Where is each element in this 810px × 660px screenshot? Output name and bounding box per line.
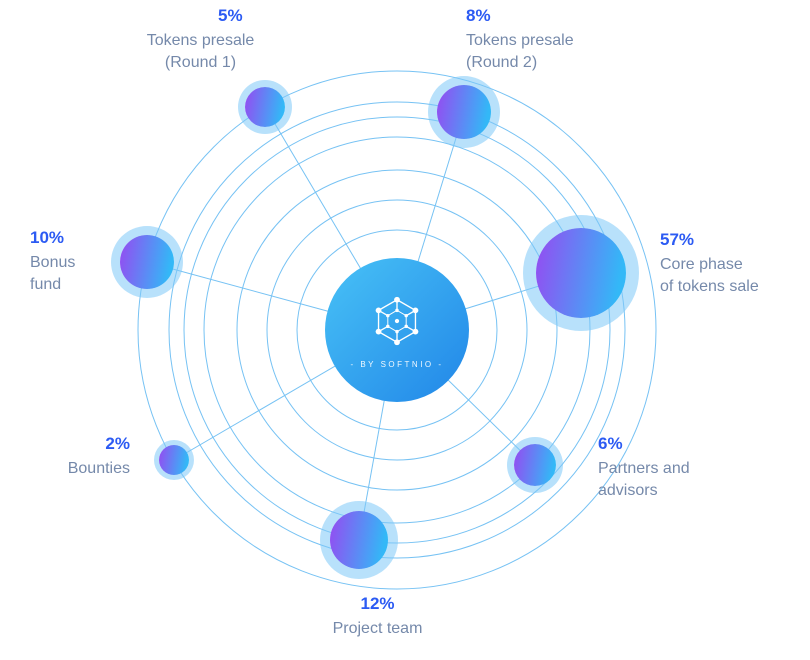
label-line: Core phase — [660, 256, 743, 273]
label-line: Bounties — [67, 460, 130, 477]
percent-value: 6% — [598, 434, 623, 453]
label-line: Partners and — [598, 460, 690, 477]
node-project-team — [330, 511, 388, 569]
label-line: fund — [30, 276, 62, 293]
label-line: Tokens presale — [146, 32, 255, 49]
label-line: (Round 1) — [164, 54, 237, 71]
node-tokens-presale-round-2 — [437, 85, 491, 139]
label-bounties: 2% Bounties — [36, 432, 130, 480]
label-tokens-presale-round-1: 5% Tokens presale (Round 1) — [118, 4, 283, 74]
label-line: of tokens sale — [660, 278, 759, 295]
label-line: (Round 2) — [466, 54, 538, 71]
percent-value: 10% — [30, 228, 65, 247]
label-partners-advisors: 6% Partners and advisors — [598, 432, 738, 502]
label-line: Project team — [332, 620, 423, 637]
node-core-phase — [536, 228, 626, 318]
node-bonus-fund — [120, 235, 174, 289]
label-bonus-fund: 10% Bonus fund — [30, 226, 130, 296]
center-hub: - BY SOFTNIO - — [325, 258, 469, 402]
percent-value: 57% — [660, 230, 695, 249]
node-partners-advisors — [514, 444, 556, 486]
node-tokens-presale-round-1 — [245, 87, 285, 127]
percent-value: 8% — [466, 6, 491, 25]
label-core-phase: 57% Core phase of tokens sale — [660, 228, 800, 298]
percent-value: 2% — [105, 434, 130, 453]
label-line: Bonus — [30, 254, 76, 271]
percent-value: 5% — [218, 6, 243, 25]
label-line: advisors — [598, 482, 658, 499]
hex-network-logo-icon — [375, 296, 419, 345]
label-tokens-presale-round-2: 8% Tokens presale (Round 2) — [466, 4, 626, 74]
label-line: Tokens presale — [466, 32, 574, 49]
label-project-team: 12% Project team — [300, 592, 455, 640]
node-bounties — [159, 445, 189, 475]
percent-value: 12% — [360, 594, 395, 613]
brand-tagline: - BY SOFTNIO - — [350, 359, 444, 369]
